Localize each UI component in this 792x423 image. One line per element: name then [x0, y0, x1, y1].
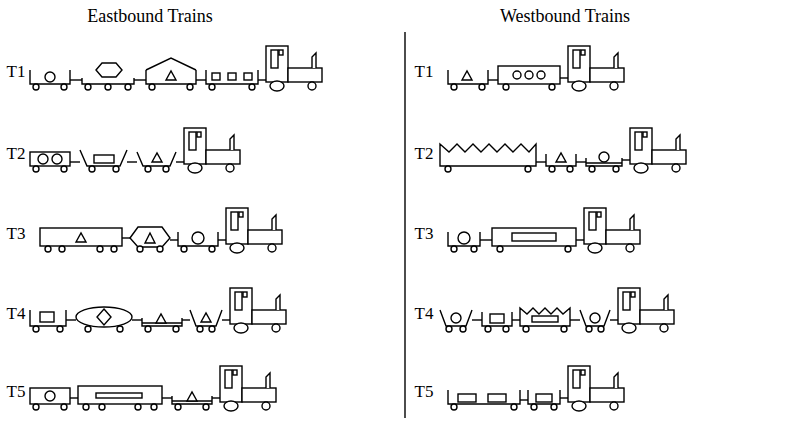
train-number: T4: [415, 304, 434, 324]
train: [30, 46, 322, 91]
column-heading: Westbound Trains: [500, 6, 630, 27]
train: [440, 288, 674, 333]
train-number: T3: [415, 224, 434, 244]
divider-line: [404, 32, 405, 418]
train-number: T5: [7, 382, 26, 402]
train: [30, 366, 276, 411]
train-number: T2: [415, 144, 434, 164]
train: [30, 288, 286, 333]
column-heading: Eastbound Trains: [87, 6, 213, 27]
train-number: T1: [7, 62, 26, 82]
train-number: T1: [415, 62, 434, 82]
train-number: T2: [7, 144, 26, 164]
train: [40, 208, 282, 253]
train-number: T5: [415, 382, 434, 402]
train: [448, 46, 624, 91]
train: [440, 128, 686, 173]
train: [448, 366, 624, 411]
train-number: T4: [7, 304, 26, 324]
train: [30, 128, 240, 173]
train-number: T3: [7, 224, 26, 244]
train: [448, 208, 640, 253]
